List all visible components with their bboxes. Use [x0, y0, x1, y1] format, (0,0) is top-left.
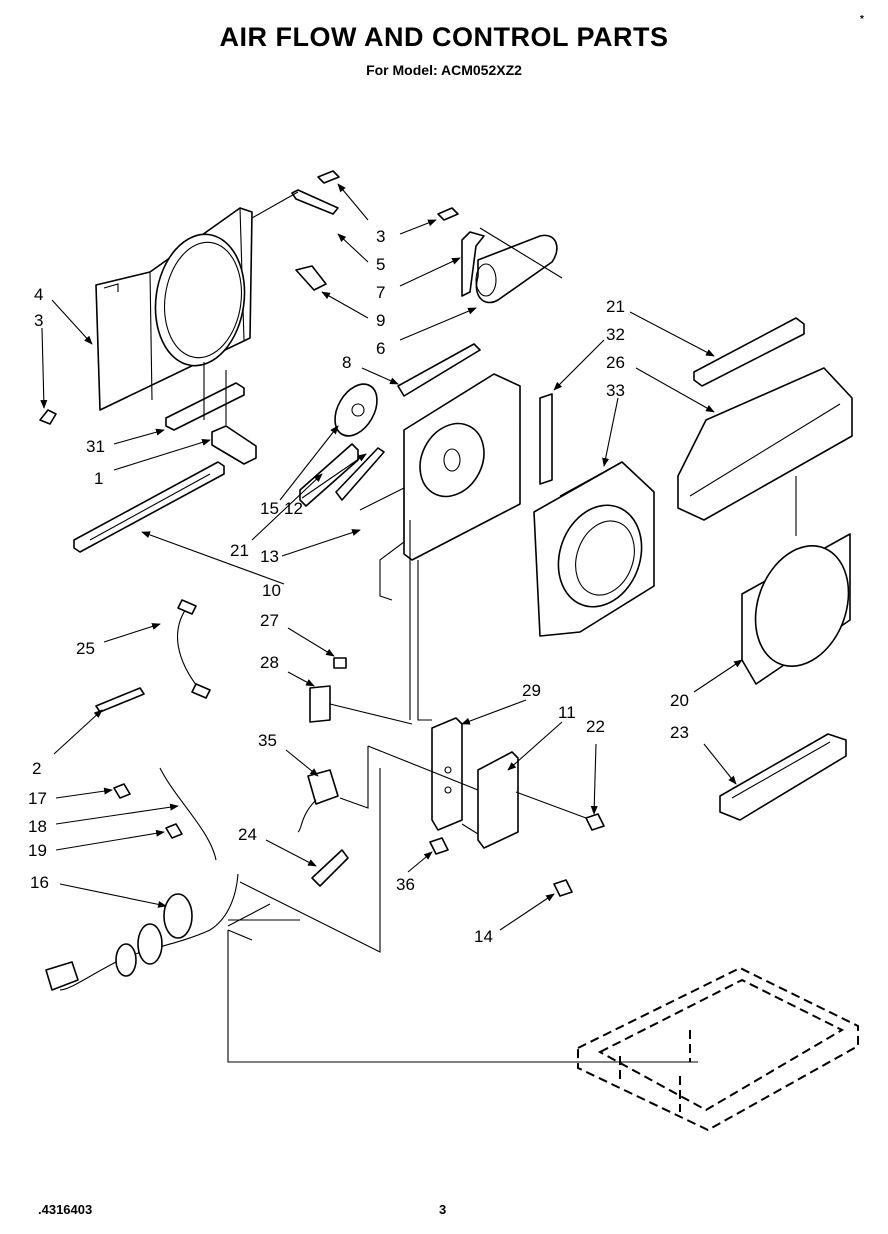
leader-arrows	[40, 183, 743, 931]
callout-19: 19	[28, 841, 47, 860]
document-number: .4316403	[38, 1202, 93, 1217]
callout-27: 27	[260, 611, 279, 630]
callout-3b: 3	[34, 311, 43, 330]
callout-12: 12	[284, 499, 303, 518]
callout-21-mid: 21	[230, 541, 249, 560]
capacitor-part	[437, 207, 563, 304]
page-title: AIR FLOW AND CONTROL PARTS	[219, 22, 669, 52]
top-screws-part	[39, 170, 340, 425]
condenser-orifice-part	[741, 476, 851, 685]
callout-29: 29	[522, 681, 541, 700]
callout-11: 11	[558, 703, 576, 722]
callout-15: 15	[260, 499, 279, 518]
callout-2: 2	[32, 759, 41, 778]
model-subtitle: For Model: ACM052XZ2	[366, 62, 522, 78]
fan-hub-part	[299, 343, 481, 507]
callout-26: 26	[606, 353, 625, 372]
callout-17: 17	[28, 789, 47, 808]
callout-14: 14	[474, 927, 493, 946]
callout-24: 24	[238, 825, 257, 844]
callout-22: 22	[586, 717, 605, 736]
callout-1: 1	[94, 469, 103, 488]
corner-mark: *	[860, 14, 864, 25]
assembly-lines	[227, 560, 698, 1063]
callout-8: 8	[342, 353, 351, 372]
callout-6: 6	[376, 339, 385, 358]
seal-channels-part	[73, 362, 257, 553]
callout-18: 18	[28, 817, 47, 836]
callout-labels: 3 5 7 9 6 4 3 21 32 26 33 8 31 1 15 21 1…	[28, 227, 689, 946]
callout-21-top: 21	[606, 297, 625, 316]
callout-20: 20	[670, 691, 689, 710]
control-bracket-part	[431, 717, 519, 849]
bulkhead-part	[359, 373, 521, 720]
callout-35: 35	[258, 731, 277, 750]
callout-9: 9	[376, 311, 385, 330]
thermostat-part	[297, 769, 349, 887]
callout-36: 36	[396, 875, 415, 894]
duct-part	[677, 317, 853, 521]
callout-3a: 3	[376, 227, 385, 246]
callout-5: 5	[376, 255, 385, 274]
callout-23: 23	[670, 723, 689, 742]
callout-32: 32	[606, 325, 625, 344]
drain-pan-part	[719, 733, 847, 821]
callout-31: 31	[86, 437, 105, 456]
power-cord-part	[45, 767, 300, 991]
blower-scroll-part	[533, 461, 655, 637]
switch-part	[309, 657, 413, 725]
base-pan-part	[577, 966, 859, 1132]
callout-33: 33	[606, 381, 625, 400]
wire-harness-part	[95, 599, 211, 713]
orifice-panel-part	[95, 207, 253, 411]
screws-part	[113, 783, 605, 897]
callout-7: 7	[376, 283, 385, 302]
callout-16: 16	[30, 873, 49, 892]
foam-strip-part	[539, 393, 553, 485]
callout-13: 13	[260, 547, 279, 566]
callout-4: 4	[34, 285, 43, 304]
page-number: 3	[439, 1202, 447, 1217]
callout-28: 28	[260, 653, 279, 672]
callout-10: 10	[262, 581, 281, 600]
callout-25: 25	[76, 639, 95, 658]
